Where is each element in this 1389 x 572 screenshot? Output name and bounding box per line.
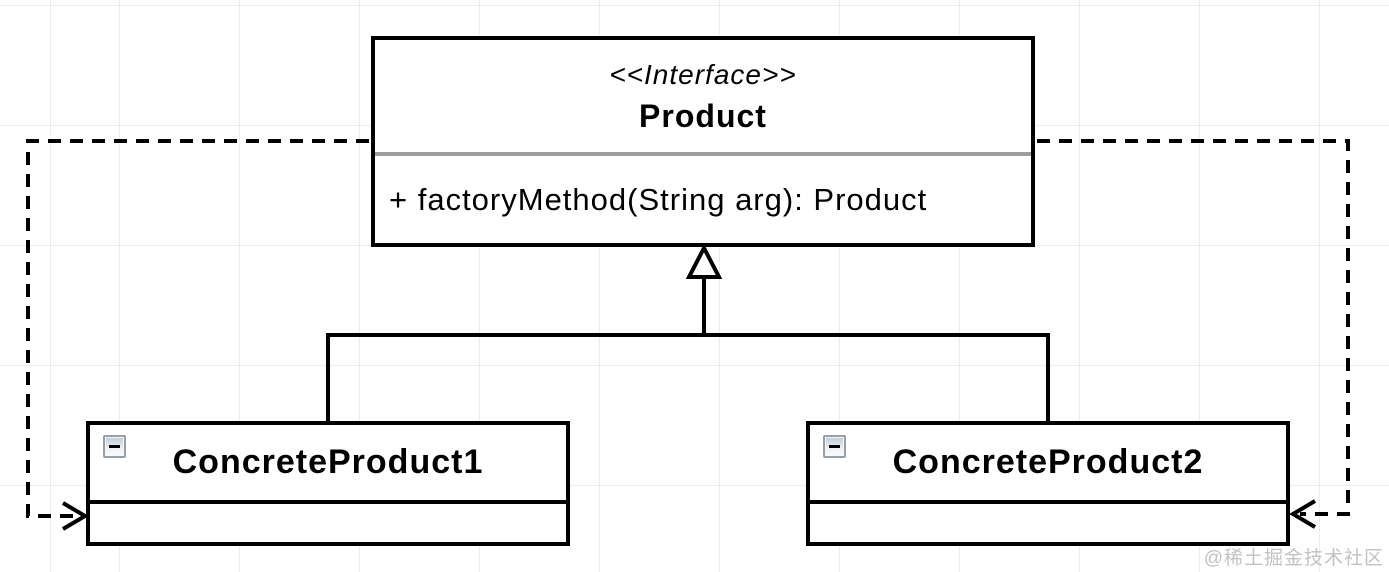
class-name: ConcreteProduct2 [892,443,1204,481]
generalization-connector [326,243,1050,423]
minus-icon [109,445,120,448]
interface-methods-compartment: + factoryMethod(String arg): Product [375,156,1031,243]
method-factorymethod: + factoryMethod(String arg): Product [389,181,928,217]
class-title-compartment: ConcreteProduct1 [90,425,566,500]
dependency-left-dashed-line [26,139,369,518]
interface-stereotype: <<Interface>> [609,59,797,90]
class-title-compartment: ConcreteProduct2 [810,425,1286,500]
dependency-right-dashed-line [1037,139,1350,516]
open-arrowhead-left-icon [1289,499,1317,529]
compartment-divider [375,152,1031,156]
empty-members-compartment [90,504,566,542]
compartment-divider [90,500,566,504]
empty-members-compartment [810,504,1286,542]
minus-icon [829,445,840,448]
interface-name: Product [639,98,767,134]
node-concreteproduct1[interactable]: ConcreteProduct1 [86,421,570,546]
dependency-left-connector [26,139,369,531]
collapse-button[interactable] [103,435,126,458]
collapse-button[interactable] [823,435,846,458]
open-arrowhead-right-icon [61,501,89,531]
interface-title-compartment: <<Interface>> Product [375,40,1031,152]
hollow-triangle-arrowhead-icon [685,243,723,279]
class-name: ConcreteProduct1 [172,443,484,481]
generalization-branch-lines [326,333,1050,423]
compartment-divider [810,500,1286,504]
node-concreteproduct2[interactable]: ConcreteProduct2 [806,421,1290,546]
dependency-right-connector [1037,139,1350,529]
node-interface-product[interactable]: <<Interface>> Product + factoryMethod(St… [371,36,1035,247]
watermark-text: @稀土掘金技术社区 [1203,548,1384,569]
